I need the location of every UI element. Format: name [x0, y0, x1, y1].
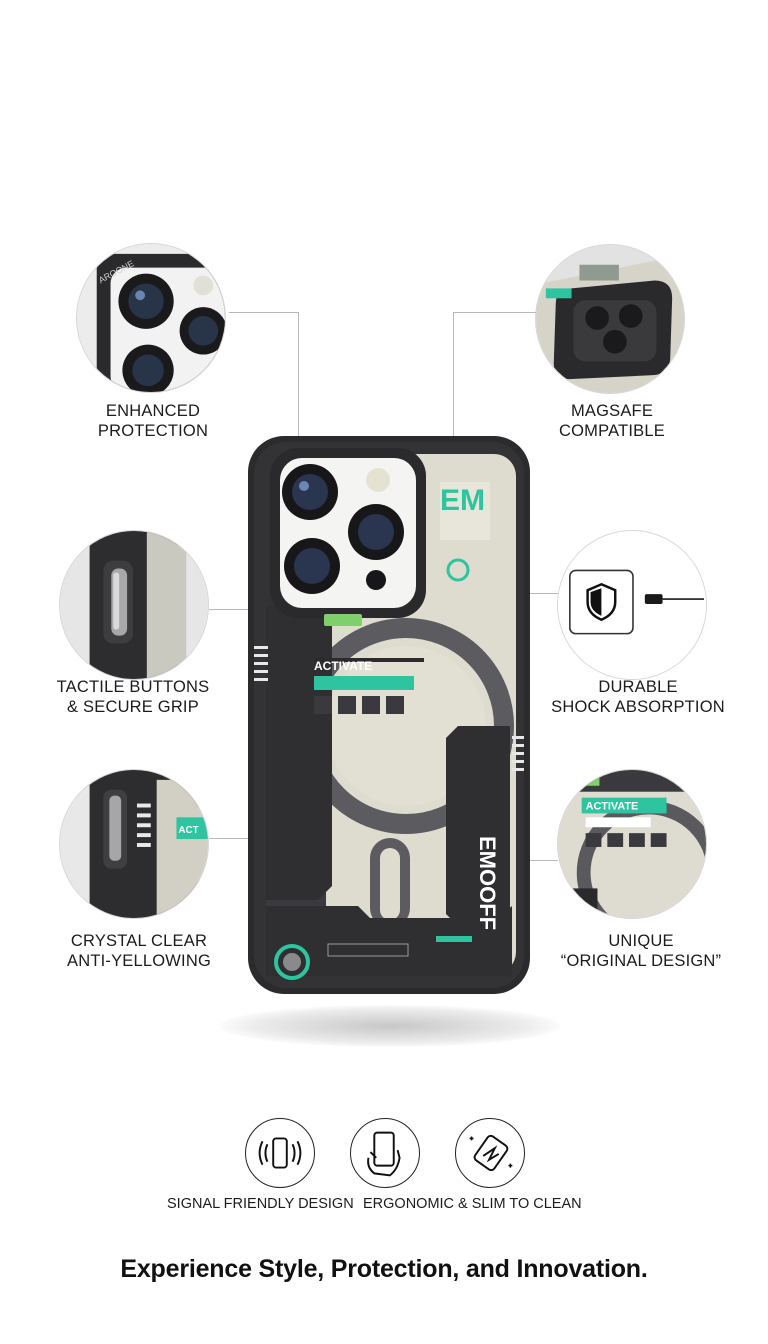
ergonomic-label: ERGONOMIC & SLIM TO CLEAN	[363, 1196, 582, 1212]
durable-shock-image	[557, 530, 707, 680]
svg-text:EM: EM	[440, 484, 485, 517]
leader-line-magsafe-v	[453, 312, 454, 464]
crystal-clear-image: ACT	[59, 769, 209, 919]
leader-line-enhanced	[229, 312, 298, 313]
leader-line-crystal	[209, 838, 277, 839]
enhanced-protection-label: ENHANCED PROTECTION	[97, 402, 209, 440]
phone-case-image: EM ACTIVATE EMOOFF	[248, 436, 530, 994]
leader-line-magsafe	[453, 312, 536, 313]
brand-text: EMOOFF	[475, 836, 500, 930]
unique-design-image: ACTIVATE	[557, 769, 707, 919]
leader-line-enhanced-v	[298, 312, 299, 456]
svg-text:ACTIVATE: ACTIVATE	[586, 800, 639, 812]
enhanced-protection-image: AROONE	[76, 243, 226, 393]
crystal-clear-label: CRYSTAL CLEAR ANTI-YELLOWING	[67, 932, 211, 970]
activate-text: ACTIVATE	[314, 659, 372, 673]
magsafe-compatible-image	[535, 244, 685, 394]
magsafe-compatible-label: MAGSAFE COMPATIBLE	[559, 402, 665, 440]
hand-phone-icon	[350, 1118, 420, 1188]
scratch-resistant-icon	[455, 1118, 525, 1188]
svg-text:ACT: ACT	[178, 825, 198, 836]
durable-shock-label: DURABLE SHOCK ABSORPTION	[551, 678, 725, 716]
phone-shadow	[220, 1005, 560, 1047]
tactile-buttons-image	[59, 530, 209, 680]
signal-friendly-label: SIGNAL FRIENDLY DESIGN	[167, 1196, 354, 1212]
signal-phone-icon	[245, 1118, 315, 1188]
unique-design-label: UNIQUE “ORIGINAL DESIGN”	[560, 932, 722, 970]
tactile-buttons-label: TACTILE BUTTONS & SECURE GRIP	[56, 678, 210, 716]
tagline: Experience Style, Protection, and Innova…	[120, 1255, 648, 1283]
